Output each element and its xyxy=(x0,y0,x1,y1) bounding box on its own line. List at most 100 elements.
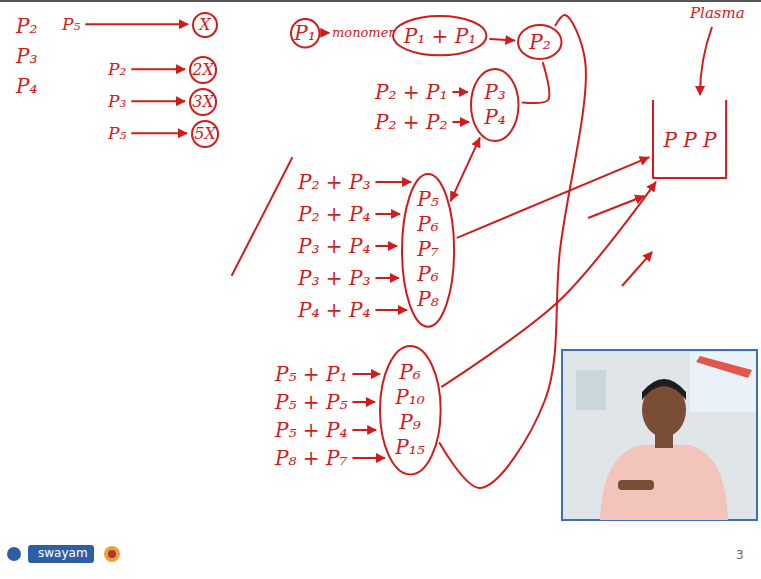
ring-outline xyxy=(518,25,561,59)
connector xyxy=(451,138,480,200)
species-text: 5X xyxy=(194,126,216,142)
node-content: 3X xyxy=(192,94,214,110)
leader-arrow xyxy=(452,91,467,93)
node-content: X xyxy=(199,17,210,33)
leader-arrow xyxy=(700,27,712,95)
top-rule xyxy=(0,0,761,2)
pen-note: P₂ xyxy=(16,14,37,38)
species-text: P₁ + P₁ xyxy=(404,26,476,46)
species-circle: 3X xyxy=(189,88,217,116)
label-slot: P₂ xyxy=(16,14,37,38)
node-content: P₅P₆P₇P₆P₈ xyxy=(417,187,438,312)
leader-arrow xyxy=(352,457,384,459)
leader-arrow xyxy=(85,23,188,25)
species-circle: 2X xyxy=(189,56,217,84)
pen-arrow xyxy=(622,252,652,286)
species-text: P₈ xyxy=(417,287,438,312)
reaction-term: P₂ + P₄ xyxy=(298,202,370,226)
reaction-term: P₂ + P₁ xyxy=(375,80,447,104)
species-text: P₆ xyxy=(417,262,438,287)
species-text: P₅ xyxy=(417,187,438,212)
leader-arrow xyxy=(352,401,374,403)
pen-note: Plasma xyxy=(690,4,745,22)
pen-arrow xyxy=(588,196,644,218)
leader-arrow xyxy=(352,429,376,431)
ring-outline xyxy=(190,89,216,115)
ring-outline xyxy=(380,346,441,474)
species-text: P₃ xyxy=(484,80,505,105)
leader-arrow xyxy=(323,32,329,34)
reaction-term: P₃ + P₃ xyxy=(298,266,370,290)
reaction-term: P₈ + P₇ xyxy=(275,446,347,470)
leader-arrow xyxy=(131,132,187,134)
species-circle: P₁ xyxy=(290,18,320,48)
leader-arrow xyxy=(131,68,185,70)
node-content: P₆P₁₀P₉P₁₅ xyxy=(395,360,425,460)
label-slot: P₂ + P₃ xyxy=(298,170,370,194)
ring-outline xyxy=(192,121,218,147)
pen-note: monomer xyxy=(332,25,395,41)
reaction-term: P₅ + P₁ xyxy=(275,362,347,386)
node-content: 5X xyxy=(194,126,216,142)
pen-note: P₃ xyxy=(16,44,37,68)
connector xyxy=(442,182,656,386)
label-slot: P₅ + P₄ xyxy=(275,418,347,442)
pen-stroke xyxy=(232,158,292,275)
leader-arrow xyxy=(375,309,406,311)
box-outline xyxy=(653,100,726,178)
ring-outline xyxy=(402,174,454,327)
page-number: 3 xyxy=(736,548,744,562)
leader-arrow xyxy=(375,181,411,183)
leader-arrow xyxy=(131,100,185,102)
node-content: P₁ xyxy=(294,23,315,43)
reaction-term: P₄ + P₄ xyxy=(298,298,370,322)
label-slot: P₂ + P₂ xyxy=(375,110,447,134)
pen-note: P₄ xyxy=(16,74,37,98)
label-slot: P₄ + P₄ xyxy=(298,298,370,322)
species-text: P₄ xyxy=(484,105,505,130)
label-slot: P₈ + P₇ xyxy=(275,446,347,470)
label-slot: P₂ + P₄ xyxy=(298,202,370,226)
label-slot: swayam xyxy=(38,546,88,560)
ring-outline xyxy=(190,57,216,83)
node-content: P₂ xyxy=(529,32,550,52)
connector xyxy=(523,63,550,103)
species-text: X xyxy=(199,17,210,33)
species-text: P₇ xyxy=(417,237,438,262)
ring-outline xyxy=(471,69,518,141)
pen-note: P₂ xyxy=(108,59,126,79)
reaction-term: P₂ + P₃ xyxy=(298,170,370,194)
species-circle: P₅P₆P₇P₆P₈ xyxy=(401,173,455,328)
node-content: P₃P₄ xyxy=(484,80,505,130)
reaction-term: P₅ + P₄ xyxy=(275,418,347,442)
label-slot: P₃ xyxy=(108,91,126,111)
video-inset xyxy=(562,350,757,520)
species-text: 3X xyxy=(192,94,214,110)
label-slot: P₃ + P₄ xyxy=(298,234,370,258)
label-slot: P₂ + P₁ xyxy=(375,80,447,104)
label-slot: P₅ xyxy=(62,14,80,34)
species-text: P P P xyxy=(663,130,716,150)
species-circle: P₁ + P₁ xyxy=(392,15,487,56)
species-text: P₆ xyxy=(417,212,438,237)
species-text: P₉ xyxy=(395,410,425,435)
leader-arrow xyxy=(375,213,400,215)
logo-text: swayam xyxy=(38,546,88,560)
label-slot: P₃ + P₃ xyxy=(298,266,370,290)
species-text: P₆ xyxy=(395,360,425,385)
footer-bar xyxy=(0,534,761,579)
node-content: 2X xyxy=(192,62,214,78)
label-slot: P₃ xyxy=(16,44,37,68)
node-content: P P P xyxy=(663,130,716,150)
reaction-term: P₅ + P₅ xyxy=(275,390,347,414)
species-text: 2X xyxy=(192,62,214,78)
species-text: P₂ xyxy=(529,32,550,52)
connector xyxy=(490,39,514,40)
label-slot: 3 xyxy=(736,548,744,562)
species-circle: P₂ xyxy=(517,24,562,60)
species-text: P₁₅ xyxy=(395,435,425,460)
connector xyxy=(440,15,586,488)
ring-outline xyxy=(393,16,486,55)
ring-outline xyxy=(291,19,319,47)
